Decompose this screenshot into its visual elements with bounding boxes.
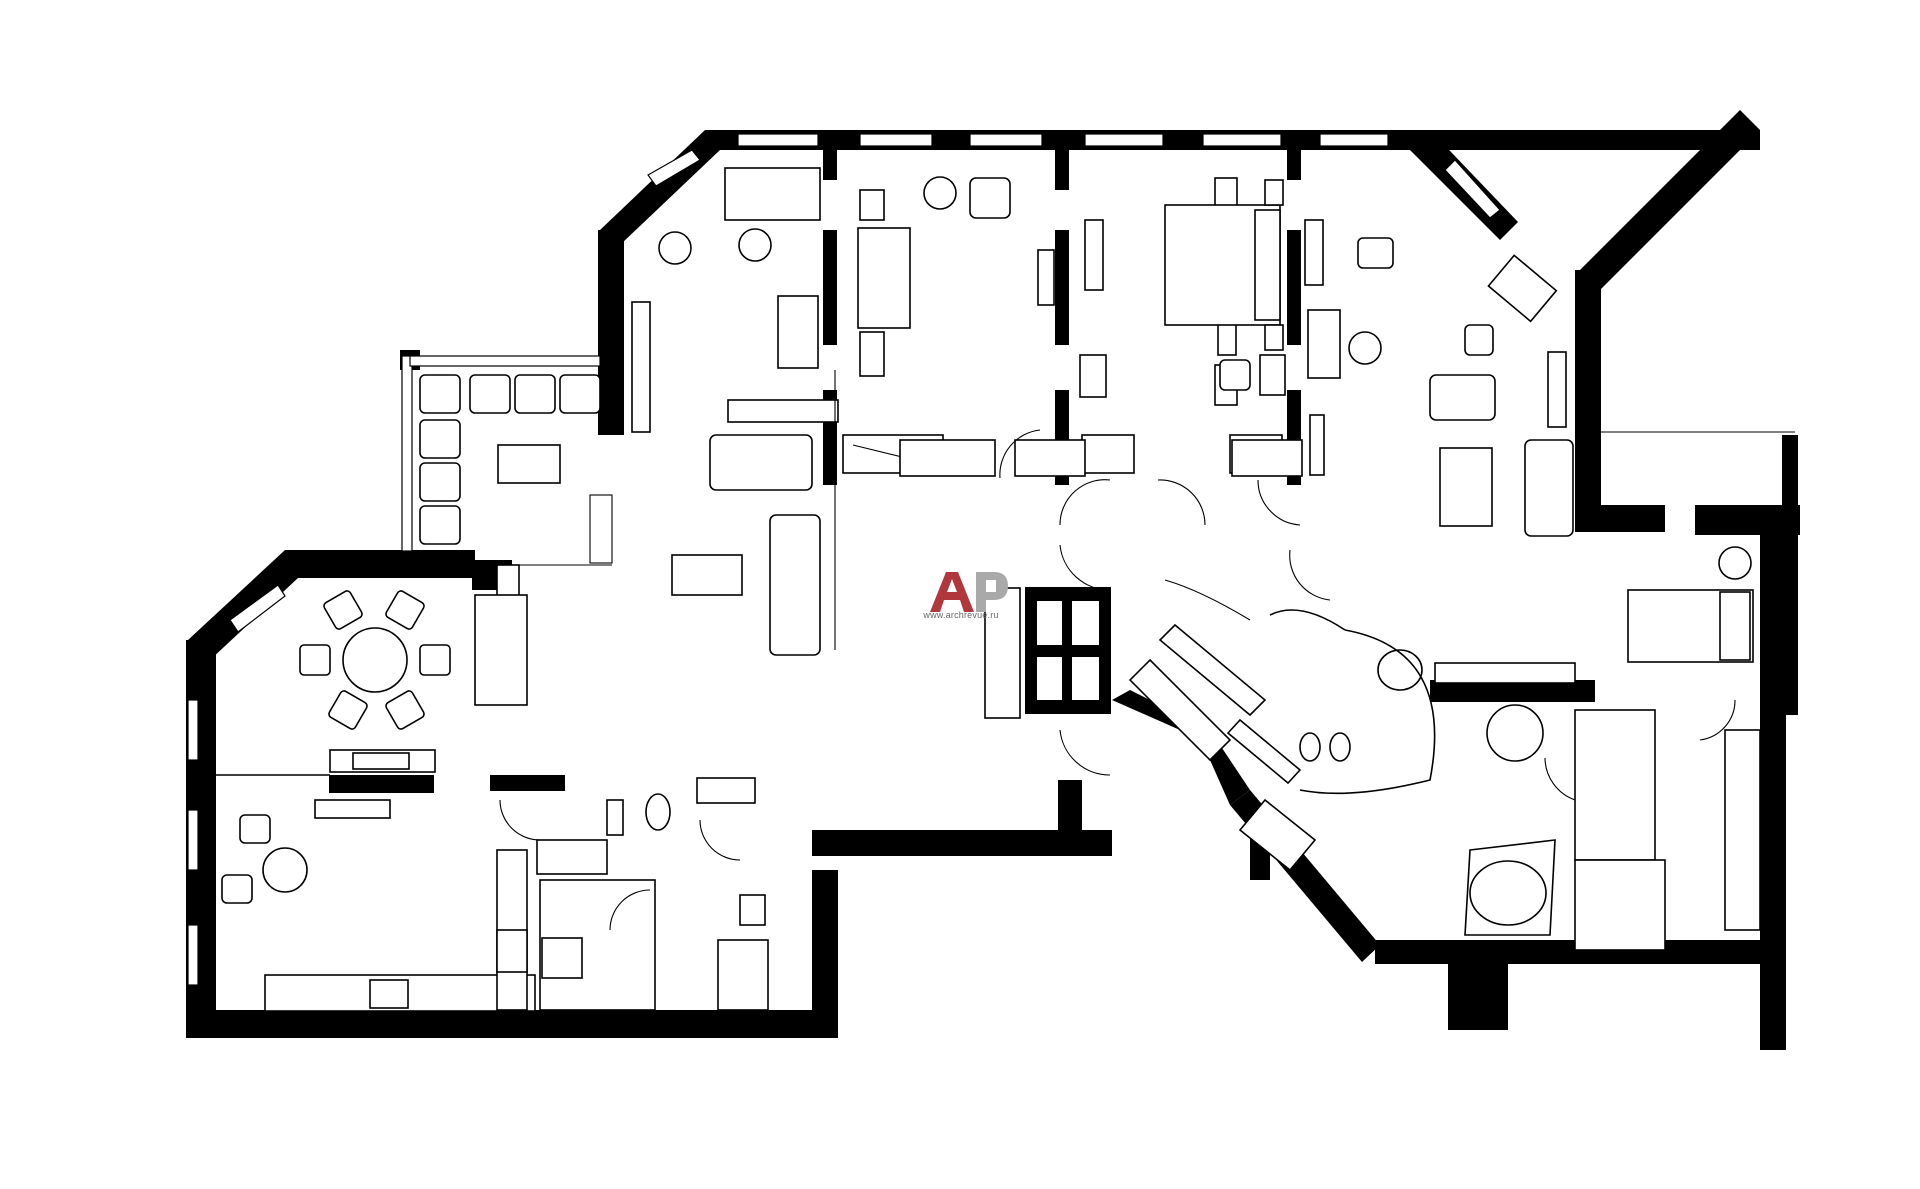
dining-area [216, 590, 451, 776]
watermark-url: www.archrevue.ru [923, 610, 999, 620]
living-room [474, 167, 839, 706]
wc-utility [536, 777, 769, 1011]
windows [187, 133, 1501, 986]
kitchen [221, 799, 536, 1012]
door-swings [499, 429, 1736, 931]
interior-walls [329, 150, 1595, 793]
watermark-logo [930, 572, 1008, 612]
balcony-lounge [412, 374, 613, 566]
bathrooms [1269, 609, 1761, 951]
exterior-walls [186, 110, 1800, 1050]
closets [899, 439, 1317, 872]
guest-room [1304, 219, 1574, 537]
kids-room [1434, 431, 1795, 684]
bedroom-1 [842, 176, 1055, 474]
bedroom-2 [1079, 177, 1238, 474]
